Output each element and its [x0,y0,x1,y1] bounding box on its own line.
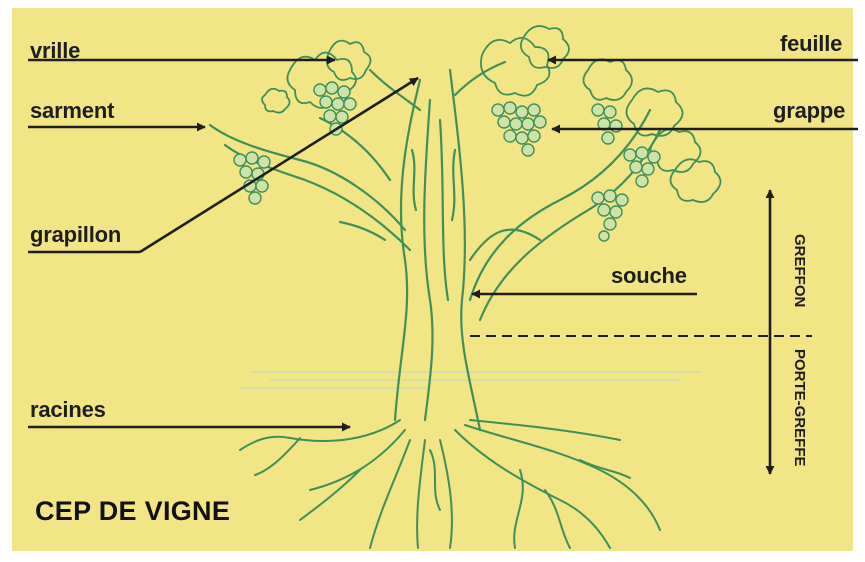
label-grapillon: grapillon [30,224,121,246]
label-grappe: grappe [773,100,845,122]
label-feuille: feuille [780,33,842,55]
trunk [210,62,660,430]
roots [240,420,660,548]
label-racines: racines [30,399,106,421]
grapillon-pointer-diagonal [140,78,418,252]
diagram-title: CEP DE VIGNE [35,496,230,527]
label-greffon: GREFFON [791,234,808,307]
label-vrille: vrille [30,40,80,62]
label-porte-greffe: PORTE-GREFFE [791,349,808,467]
label-souche: souche [611,265,687,287]
label-sarment: sarment [30,100,114,122]
grape-clusters [234,82,660,241]
